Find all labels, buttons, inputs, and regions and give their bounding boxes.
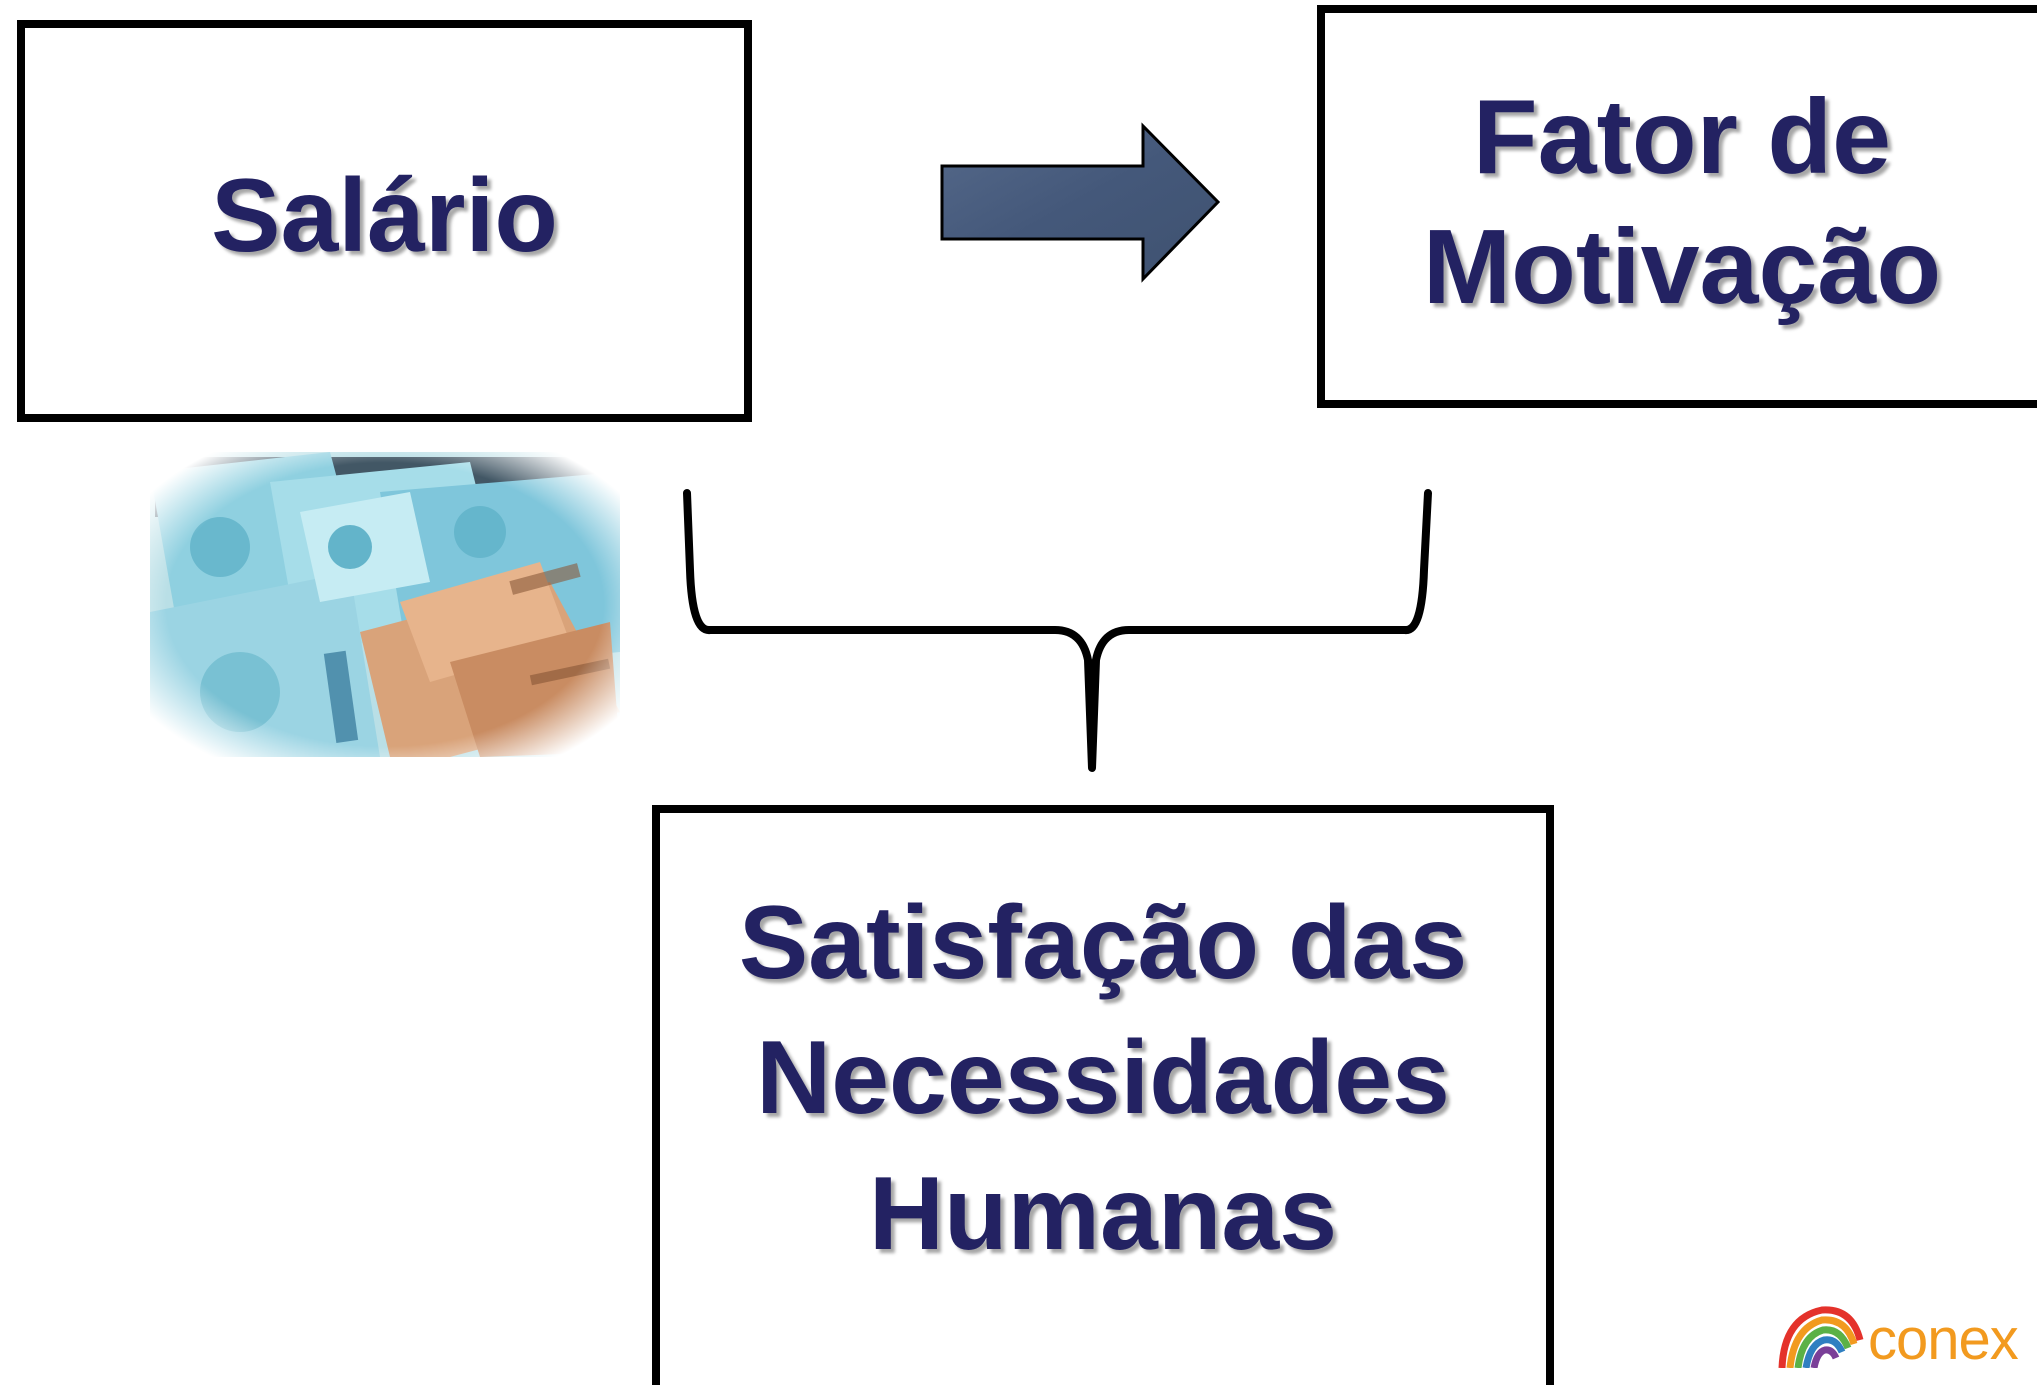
- logo: conex: [1770, 1300, 2037, 1368]
- right-arrow-icon: [940, 122, 1221, 283]
- salario-label: Salário: [211, 153, 558, 280]
- fator-line-1: Fator de: [1472, 78, 1892, 197]
- rainbow-arc-logo: [1778, 1306, 1864, 1368]
- fator-line-2: Motivação: [1422, 207, 1942, 326]
- salario-box: Salário: [17, 20, 752, 422]
- salario-text: Salário: [211, 157, 558, 274]
- fator-motivacao-box: Fator de Motivação: [1317, 5, 2037, 408]
- logo-text: conex: [1868, 1307, 2019, 1368]
- satisfacao-line-1: Satisfação das: [738, 885, 1468, 1002]
- fator-motivacao-label: Fator de Motivação: [1423, 73, 1941, 332]
- satisfacao-label: Satisfação das Necessidades Humanas: [739, 876, 1467, 1282]
- money-banknotes-image: [150, 452, 620, 757]
- satisfacao-box: Satisfação das Necessidades Humanas: [652, 805, 1554, 1385]
- satisfacao-line-2: Necessidades: [756, 1020, 1450, 1137]
- bracket-connector: [683, 489, 1432, 772]
- satisfacao-line-3: Humanas: [868, 1155, 1338, 1272]
